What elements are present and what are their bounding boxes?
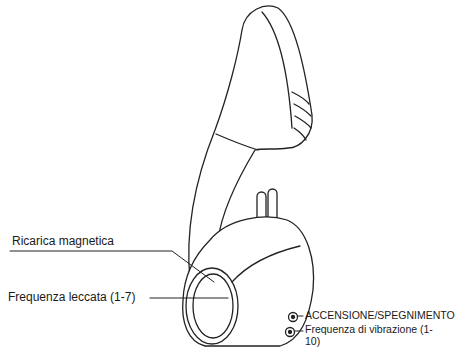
vibration-button bbox=[286, 328, 295, 337]
arm-seam bbox=[216, 134, 258, 150]
part-label: Frequenza leccata (1-7) bbox=[8, 291, 135, 304]
head-ridges bbox=[292, 92, 311, 140]
vibration-button-dot bbox=[289, 331, 292, 334]
body-seam bbox=[232, 246, 300, 282]
device-body bbox=[183, 217, 314, 346]
part-label: Ricarica magnetica bbox=[12, 235, 114, 248]
part-label: Frequenza di vibrazione (1-10) bbox=[305, 324, 435, 347]
charging-ring-inner bbox=[193, 274, 233, 338]
leader-line bbox=[298, 316, 303, 317]
leader-line bbox=[150, 298, 228, 299]
head-edge bbox=[262, 12, 292, 128]
leader-line bbox=[10, 251, 214, 282]
charging-ring bbox=[186, 268, 238, 344]
leader-line bbox=[295, 331, 303, 332]
power-button-dot bbox=[292, 316, 295, 319]
power-button bbox=[289, 313, 298, 322]
part-label: ACCENSIONE/SPEGNIMENTO bbox=[305, 310, 455, 322]
